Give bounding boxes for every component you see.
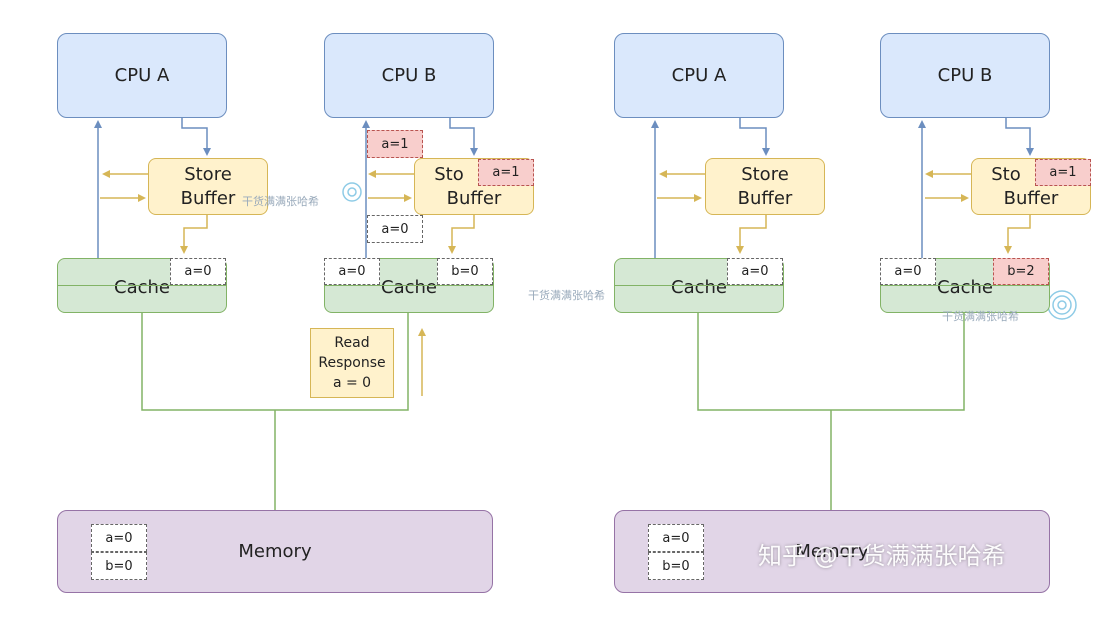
- cache-label: Cache: [114, 277, 170, 298]
- cache-a-value: a=0: [170, 258, 226, 285]
- memory-value-b: b=0: [91, 552, 147, 580]
- cpu-b-left: CPU B: [324, 33, 494, 118]
- read-response-box: Read Response a = 0: [310, 328, 394, 398]
- cpu-b-label: CPU B: [937, 65, 993, 86]
- cache-label: Cache: [937, 277, 993, 298]
- cache-a-left: Cache: [57, 258, 227, 313]
- store-buffer-line1: Store: [184, 163, 232, 185]
- memory-value-b: b=0: [648, 552, 704, 580]
- value-above-buffer-b: a=1: [367, 130, 423, 158]
- memory-label: Memory: [238, 541, 312, 562]
- store-buffer-a-right: Store Buffer: [705, 158, 825, 215]
- store-buffer-line1: Sto: [434, 163, 464, 185]
- cache-divider: [881, 285, 1049, 286]
- cache-b-value-b: b=0: [437, 258, 493, 285]
- store-buffer-a-left: Store Buffer: [148, 158, 268, 215]
- memory-label: Memory: [795, 541, 869, 562]
- cache-b-value-a: a=0: [324, 258, 380, 285]
- store-buffer-line1: Sto: [991, 163, 1021, 185]
- read-response-line1: Read: [334, 335, 370, 351]
- cache-divider: [615, 285, 783, 286]
- cache-divider: [325, 285, 493, 286]
- cpu-b-label: CPU B: [381, 65, 437, 86]
- cache-label: Cache: [381, 277, 437, 298]
- read-response-line3: a = 0: [332, 375, 372, 391]
- store-buffer-line2: Buffer: [180, 187, 236, 209]
- store-buffer-line2: Buffer: [737, 187, 793, 209]
- watermark-large: 知乎 @干货满满张哈希: [758, 542, 1006, 570]
- cpu-a-right: CPU A: [614, 33, 784, 118]
- watermark-small-1: 干货满满张哈希: [242, 195, 319, 208]
- cache-b-value-b: b=2: [993, 258, 1049, 285]
- value-below-buffer-b: a=0: [367, 215, 423, 243]
- memory-value-a: a=0: [91, 524, 147, 552]
- cpu-b-right: CPU B: [880, 33, 1050, 118]
- right-connectors: [651, 118, 1034, 510]
- read-response-line2: Response: [318, 355, 386, 371]
- store-buffer-line2: Buffer: [1003, 187, 1059, 209]
- store-buffer-line1: Store: [741, 163, 789, 185]
- cache-label: Cache: [671, 277, 727, 298]
- store-buffer-b-value: a=1: [1035, 159, 1091, 186]
- left-connectors: [94, 118, 478, 510]
- watermark-small-3: 干货满满张哈希: [942, 310, 1019, 323]
- cpu-a-left: CPU A: [57, 33, 227, 118]
- memory-value-a: a=0: [648, 524, 704, 552]
- cpu-a-label: CPU A: [114, 65, 170, 86]
- cache-divider: [58, 285, 226, 286]
- cache-a-value: a=0: [727, 258, 783, 285]
- cpu-a-label: CPU A: [671, 65, 727, 86]
- store-buffer-line2: Buffer: [446, 187, 502, 209]
- cache-b-value-a: a=0: [880, 258, 936, 285]
- watermark-small-2: 干货满满张哈希: [528, 289, 605, 302]
- store-buffer-b-value: a=1: [478, 159, 534, 186]
